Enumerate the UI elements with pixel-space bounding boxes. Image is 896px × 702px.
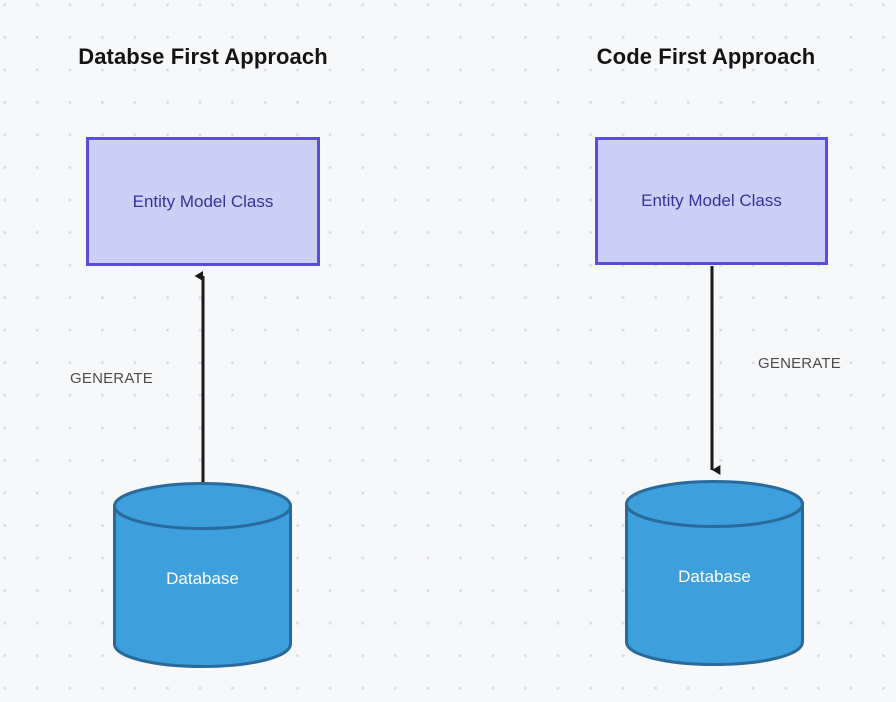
node-label: Database: [166, 569, 239, 588]
node-database-right[interactable]: Database: [624, 479, 805, 667]
node-entity-model-class-right[interactable]: Entity Model Class: [595, 137, 828, 265]
node-label: Database: [678, 567, 751, 586]
node-label: Entity Model Class: [132, 191, 274, 211]
node-entity-model-class-left[interactable]: Entity Model Class: [86, 137, 320, 266]
edge-label-generate-left: GENERATE: [70, 370, 154, 387]
cylinder-icon: [113, 482, 292, 669]
column-title-database-first: Databse First Approach: [78, 44, 328, 69]
edge-label-generate-right: GENERATE: [758, 355, 842, 372]
node-label: Entity Model Class: [641, 191, 782, 210]
cylinder-icon: [625, 480, 804, 667]
column-title-code-first: Code First Approach: [596, 44, 816, 69]
node-database-left[interactable]: Database: [112, 481, 293, 669]
